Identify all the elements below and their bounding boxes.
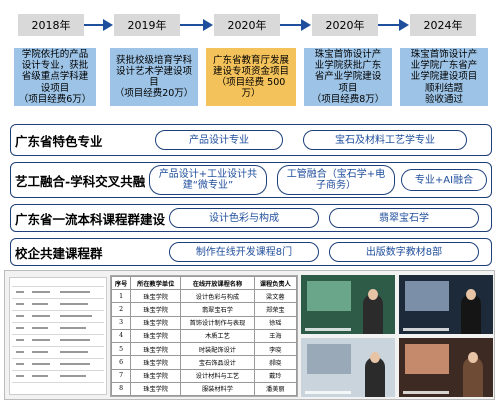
document-thumbnail [9, 277, 107, 395]
year-label: 2024年 [410, 14, 476, 36]
category-row: 校企共建课程群 制作在线开发课程8门 出版数字教材8部 [10, 238, 492, 266]
tag-pill: 宝石及材料工艺学专业 [303, 130, 467, 150]
video-thumbnail[interactable] [399, 338, 493, 397]
tag-pill: 产品设计专业 [155, 130, 283, 150]
tag-pill: 出版数字教材8部 [329, 242, 479, 262]
year-label: 2018年 [18, 14, 84, 36]
arrow-icon [203, 19, 213, 31]
category-row: 艺工融合-学科交叉共融 产品设计+工业设计共 建“微专业” 工管融合（宝石学+电… [10, 162, 492, 198]
timeline: 2018年 2019年 2020年 2020年 2024年 [10, 14, 492, 36]
arrow-icon [301, 19, 311, 31]
year-label: 2020年 [312, 14, 378, 36]
video-thumbnail[interactable] [399, 275, 493, 334]
table-header: 所在教学单位 [130, 275, 182, 291]
tag-pill: 专业+AI融合 [401, 169, 487, 191]
year-label: 2019年 [114, 14, 180, 36]
year-label: 2020年 [214, 14, 280, 36]
category-label: 广东省一流本科课程群建设 [15, 211, 166, 227]
category-row: 广东省特色专业 产品设计专业 宝石及材料工艺学专业 [10, 124, 492, 156]
timeline-box: 广东省教育厅发展 建设专项资金项目 （项目经费 500 万） [206, 48, 296, 106]
timeline-box: 珠宝首饰设计产 业学院获批广东 省产业学院建设 项目 （项目经费8万） [304, 48, 392, 106]
tag-pill: 翡翠宝石学 [329, 208, 479, 228]
table-header: 序号 [110, 275, 132, 291]
table-header: 课程负责人 [253, 275, 298, 291]
category-label: 艺工融合-学科交叉共融 [15, 173, 146, 189]
timeline-box: 获批校级培育学科 设计艺术学建设项 目 （项目经费20万） [110, 48, 198, 106]
tag-pill: 制作在线开发课程8门 [169, 242, 319, 262]
arrow-icon [103, 19, 113, 31]
tag-pill: 设计色彩与构成 [169, 208, 319, 228]
timeline-box: 学院依托的产品 设计专业，获批 省级重点学科建 设项目 （项目经费6万） [14, 48, 96, 106]
category-label: 校企共建课程群 [15, 245, 103, 261]
video-thumbnails [301, 275, 493, 397]
category-label: 广东省特色专业 [15, 133, 103, 149]
tag-pill: 产品设计+工业设计共 建“微专业” [149, 165, 267, 195]
timeline-box: 珠宝首饰设计产 业学院广东省产 业学院建设项目 顺利结题 验收通过 [400, 48, 488, 106]
arrow-icon [399, 19, 409, 31]
category-row: 广东省一流本科课程群建设 设计色彩与构成 翡翠宝石学 [10, 204, 492, 232]
table-header: 在线开放课程名称 [180, 275, 255, 291]
video-thumbnail[interactable] [301, 275, 395, 334]
tag-pill: 工管融合（宝石学+电 子商务） [277, 165, 395, 195]
video-thumbnail[interactable] [301, 338, 395, 397]
